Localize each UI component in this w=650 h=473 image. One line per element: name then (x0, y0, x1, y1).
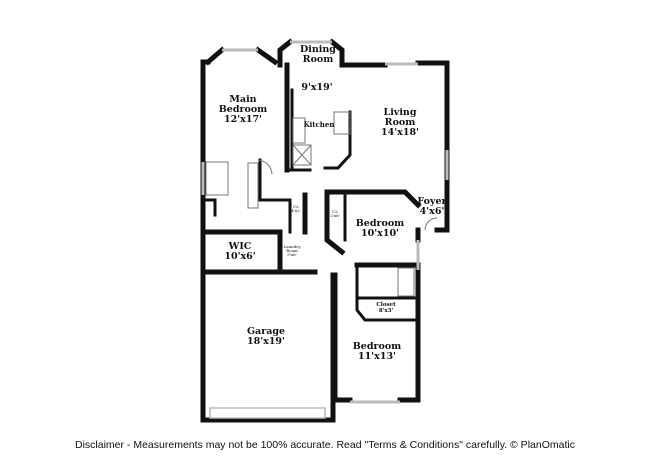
main-bedroom-name-2: Bedroom (218, 103, 268, 115)
closet-1-label: CL 4'x2' (291, 204, 301, 214)
closet-1-name: CL (293, 204, 299, 209)
living-room-label: Living Room 14'x18' (381, 108, 419, 138)
living-room-dimension: 14'x18' (381, 126, 419, 138)
closet-2-name: CL (332, 209, 338, 214)
living-room-name-2: Room (384, 116, 416, 128)
wic-name: WIC (228, 241, 252, 252)
wic-label: WIC 10'x6' (224, 242, 255, 262)
bedroom-3-label: Bedroom 11'x13' (353, 342, 401, 362)
bedroom-2-name: Bedroom (355, 218, 405, 229)
fixtures (205, 111, 438, 297)
disclaimer: Disclaimer - Measurements may not be 100… (75, 439, 575, 451)
bedroom-2-dimension: 10'x10' (361, 227, 399, 239)
foyer-name: Foyer (417, 196, 447, 207)
kitchen-label: Kitchen (303, 120, 335, 129)
foyer-dimension: 4'x6' (419, 205, 445, 217)
main-bedroom-name-1: Main (229, 94, 257, 105)
closet-3-name: Closet (376, 302, 396, 308)
kitchen-dimension: 9'x19' (301, 82, 333, 93)
bedroom-3-dimension: 11'x13' (358, 350, 396, 362)
closet-3-label: Closet 8'x3' (376, 302, 396, 315)
windows (201, 40, 449, 419)
closet-1-dimension: 4'x2' (291, 208, 301, 214)
closet-2-dimension: 2'x6' (330, 213, 340, 219)
foyer-label: Foyer 4'x6' (417, 197, 446, 217)
closet-3-dimension: 8'x3' (378, 307, 394, 314)
dining-room-name-1: Dining (300, 44, 336, 55)
bedroom-2-label: Bedroom 10'x10' (356, 219, 404, 239)
bedroom-3-name: Bedroom (352, 341, 402, 352)
laundry-name-1: Laundry (283, 244, 301, 249)
main-bedroom-dimension: 12'x17' (224, 113, 262, 125)
closet-2-label: CL 2'x6' (330, 209, 340, 219)
dining-room-label: Dining Room (300, 45, 336, 65)
laundry-name-2: Room (286, 248, 298, 254)
garage-dimension: 18'x19' (247, 335, 285, 347)
garage-name: Garage (246, 326, 286, 337)
wic-dimension: 10'x6' (224, 250, 256, 262)
dining-room-name-2: Room (302, 53, 334, 65)
laundry-room-label: Laundry Room 5'x6' (283, 244, 301, 258)
garage-label: Garage 18'x19' (247, 327, 285, 347)
main-bedroom-label: Main Bedroom 12'x17' (219, 95, 267, 125)
laundry-dimension: 5'x6' (287, 252, 297, 258)
living-room-name-1: Living (383, 107, 417, 118)
walls (200, 38, 450, 423)
